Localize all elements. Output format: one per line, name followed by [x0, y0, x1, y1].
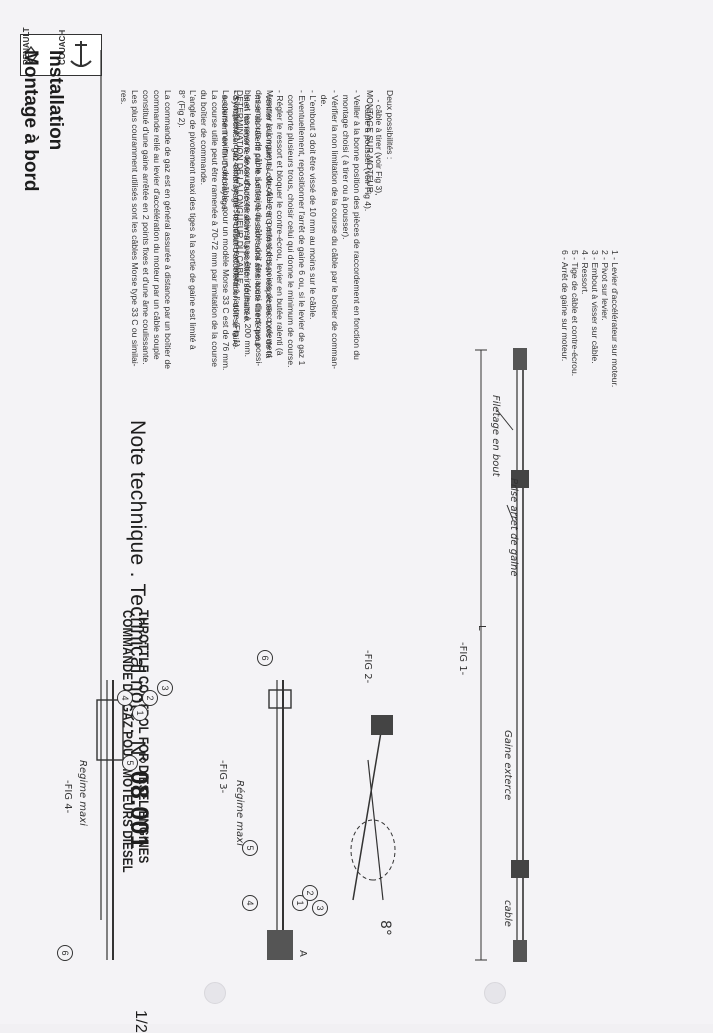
fig3-callout-3: 3: [312, 900, 328, 916]
fig4-callout-6: 6: [57, 945, 73, 961]
punch-hole-right: [484, 982, 506, 1004]
fig3-callout-6: 6: [257, 650, 273, 666]
fig4-regime-label: Regime maxi: [77, 760, 88, 826]
fig4-caption: -FIG 4-: [62, 780, 73, 814]
fig4-callout-4: 4: [117, 690, 133, 706]
fig4-callout-2: 2: [142, 690, 158, 706]
fig3-callout-2: 2: [302, 885, 318, 901]
fig3-callout-5: 5: [242, 840, 258, 856]
fig4-callout-3: 3: [157, 680, 173, 696]
renault-couach-logo: RENAULT COUACH: [20, 27, 102, 76]
fig4-callout-5: 5: [122, 755, 138, 771]
fig4-callout-1: 1: [132, 705, 148, 721]
fig3-callout-4: 4: [242, 895, 258, 911]
anchor-icon: [24, 41, 92, 67]
punch-hole-left: [204, 982, 226, 1004]
